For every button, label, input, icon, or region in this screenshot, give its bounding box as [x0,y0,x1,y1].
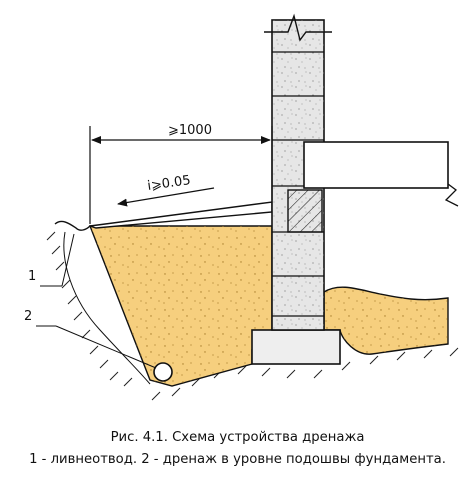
drain-pipe [153,362,173,382]
dimension-label: ⩾1000 [168,123,212,138]
ground-hatching [46,231,459,401]
soil-backfill-texture [90,226,272,386]
callout-1: 1 [28,233,75,287]
slope-label: i⩾0.05 [146,173,191,194]
break-line [264,13,332,42]
svg-text:1: 1 [28,269,36,284]
figure-legend: 1 - ливнеотвод. 2 - дренаж в уровне подо… [29,452,446,467]
ground-surface [54,220,91,231]
drainage-diagram: ⩾1000 i⩾0.05 1 2 [24,13,459,401]
dimension-line [89,126,273,224]
foundation-footing [251,329,341,365]
slab-break [444,183,459,207]
ground-slope-left [63,231,151,385]
figure-caption: Рис. 4.1. Схема устройства дренажа [110,430,365,445]
insulation-block [287,189,323,233]
floor-slab [303,141,449,189]
callout-2: 2 [24,309,157,369]
blind-area [89,201,273,229]
slope-arrow [117,187,215,207]
soil-inner-texture [324,287,448,355]
svg-text:2: 2 [24,309,32,324]
